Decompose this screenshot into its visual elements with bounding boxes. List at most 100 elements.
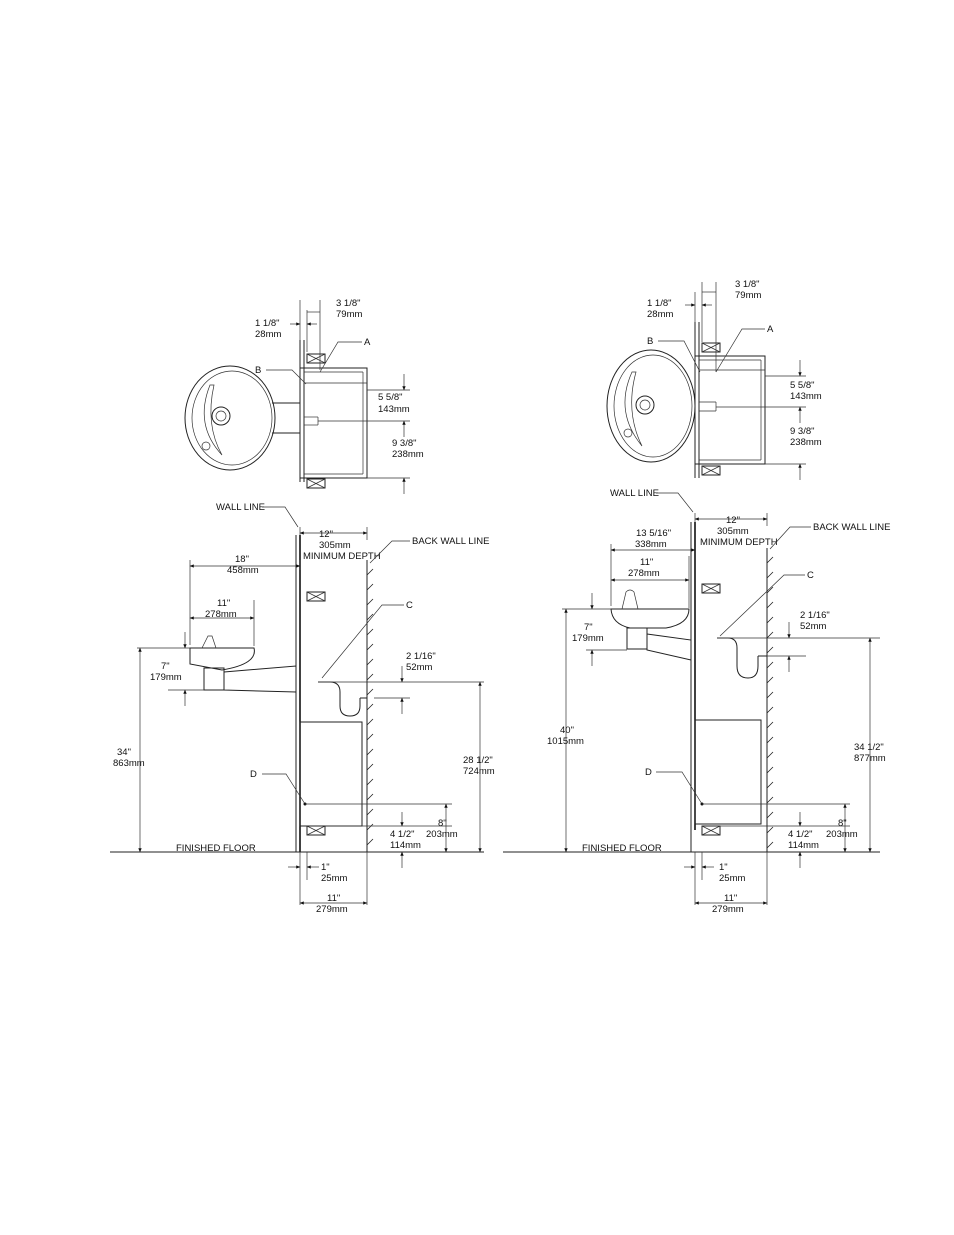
- dim-1-1-8-in: 1 1/8": [647, 298, 672, 309]
- label-a: A: [767, 324, 774, 335]
- dim-8-in: 8": [838, 818, 847, 829]
- in-wall-box: [299, 721, 363, 827]
- dim-2-1-16-mm: 52mm: [800, 621, 826, 632]
- dim-13-5-16-in: 13 5/16": [636, 528, 671, 539]
- right-top-dimensions: 3 1/8" 79mm 1 1/8" 28mm A B 5 5/8" 143mm…: [647, 279, 822, 480]
- bowl-side: [610, 608, 690, 629]
- stud-block: [306, 591, 326, 602]
- back-wall-hatch: [766, 556, 774, 849]
- dim-1-mm: 25mm: [321, 873, 347, 884]
- dim-11-mm: 278mm: [628, 568, 660, 579]
- dim-40-in: 40": [560, 725, 574, 736]
- dim-18-in: 18": [235, 554, 249, 565]
- dim-11b-in: 11": [327, 893, 340, 904]
- dim-7-in: 7": [584, 622, 593, 633]
- dim-11b-mm: 279mm: [712, 904, 744, 915]
- dim-4-1-2-in: 4 1/2": [788, 829, 813, 840]
- drain-icon: [211, 406, 231, 426]
- dim-2-1-16-mm: 52mm: [406, 662, 432, 673]
- in-wall-box: [694, 719, 762, 825]
- dim-11-in: 11": [217, 598, 230, 609]
- dim-5-5-8-mm: 143mm: [378, 404, 410, 415]
- dim-1-mm: 25mm: [719, 873, 745, 884]
- dim-12-mm: 305mm: [319, 540, 351, 551]
- dim-9-3-8-mm: 238mm: [392, 449, 424, 460]
- label-b: B: [647, 336, 653, 347]
- dim-2-1-16-in: 2 1/16": [800, 610, 830, 621]
- dim-7-mm: 179mm: [572, 633, 604, 644]
- dim-34-1-2-in: 34 1/2": [854, 742, 884, 753]
- dim-34-in: 34": [117, 747, 131, 758]
- label-d: D: [645, 767, 652, 778]
- stud-block: [701, 825, 721, 836]
- wall-line-label: WALL LINE: [216, 502, 265, 513]
- dim-1-1-8-mm: 28mm: [255, 329, 281, 340]
- dim-9-3-8-in: 9 3/8": [790, 426, 815, 437]
- dim-11-mm: 278mm: [205, 609, 237, 620]
- dim-34-1-2-mm: 877mm: [854, 753, 886, 764]
- label-c: C: [406, 600, 413, 611]
- drain-icon: [635, 395, 655, 415]
- dim-1-1-8-in: 1 1/8": [255, 318, 280, 329]
- dim-8-in: 8": [438, 818, 447, 829]
- finished-floor-label: FINISHED FLOOR: [582, 843, 662, 854]
- dim-1-in: 1": [321, 862, 330, 873]
- dim-4-1-2-mm: 114mm: [390, 840, 421, 851]
- dim-11b-mm: 279mm: [316, 904, 348, 915]
- label-a: A: [364, 337, 371, 348]
- bracket: [646, 633, 692, 661]
- dim-5-5-8-in: 5 5/8": [378, 392, 403, 403]
- left-drawing: 3 1/8" 79mm 1 1/8" 28mm A B 5 5/8" 143mm…: [110, 298, 495, 915]
- dim-12-mm: 305mm: [717, 526, 749, 537]
- finished-floor-label: FINISHED FLOOR: [176, 843, 256, 854]
- bowl-side: [189, 647, 255, 671]
- right-top-view: [606, 322, 766, 478]
- dim-13-5-16-mm: 338mm: [635, 539, 667, 550]
- left-side-elevation: WALL LINE 12" 305mm MINIMUM DEPTH BACK W…: [110, 502, 495, 915]
- dim-3-1-8-in: 3 1/8": [735, 279, 760, 290]
- p-trap: [318, 681, 361, 717]
- right-side-elevation: WALL LINE 12" 305mm MINIMUM DEPTH BACK W…: [503, 488, 890, 915]
- dim-12-in: 12": [726, 515, 740, 526]
- dim-28-1-2-mm: 724mm: [463, 766, 495, 777]
- dim-9-3-8-mm: 238mm: [790, 437, 822, 448]
- dim-12-in: 12": [319, 529, 333, 540]
- label-b: B: [255, 365, 261, 376]
- wall-line-label: WALL LINE: [610, 488, 659, 499]
- minimum-depth: MINIMUM DEPTH: [700, 537, 778, 548]
- dim-7-mm: 179mm: [150, 672, 182, 683]
- dim-7-in: 7": [161, 661, 170, 672]
- dim-5-5-8-in: 5 5/8": [790, 380, 815, 391]
- dim-8-mm: 203mm: [826, 829, 858, 840]
- dim-40-mm: 1015mm: [547, 736, 584, 747]
- back-wall-line-label: BACK WALL LINE: [813, 522, 890, 533]
- left-top-view: [184, 340, 368, 489]
- dim-11-in: 11": [640, 557, 653, 568]
- stud-block: [701, 583, 721, 594]
- bowl-top-view: [606, 349, 696, 463]
- stud-block: [701, 342, 721, 353]
- dim-5-5-8-mm: 143mm: [790, 391, 822, 402]
- back-wall-hatch: [366, 568, 374, 846]
- dim-3-1-8-mm: 79mm: [336, 309, 362, 320]
- dim-1-in: 1": [719, 862, 728, 873]
- in-wall-box: [694, 355, 766, 465]
- dim-28-1-2-in: 28 1/2": [463, 755, 493, 766]
- dim-3-1-8-mm: 79mm: [735, 290, 761, 301]
- dim-3-1-8-in: 3 1/8": [336, 298, 361, 309]
- dim-8-mm: 203mm: [426, 829, 458, 840]
- left-top-dimensions: 3 1/8" 79mm 1 1/8" 28mm A B 5 5/8" 143mm…: [255, 298, 424, 494]
- label-c: C: [807, 570, 814, 581]
- bubbler-icon: [201, 441, 211, 451]
- right-drawing: 3 1/8" 79mm 1 1/8" 28mm A B 5 5/8" 143mm…: [503, 279, 890, 915]
- dim-4-1-2-mm: 114mm: [788, 840, 819, 851]
- dim-18-mm: 458mm: [227, 565, 259, 576]
- dim-9-3-8-in: 9 3/8": [392, 438, 417, 449]
- dim-2-1-16-in: 2 1/16": [406, 651, 436, 662]
- bracket: [223, 665, 297, 693]
- p-trap: [717, 637, 759, 679]
- dim-11b-in: 11": [724, 893, 737, 904]
- bowl-top-view: [184, 365, 276, 471]
- dim-1-1-8-mm: 28mm: [647, 309, 673, 320]
